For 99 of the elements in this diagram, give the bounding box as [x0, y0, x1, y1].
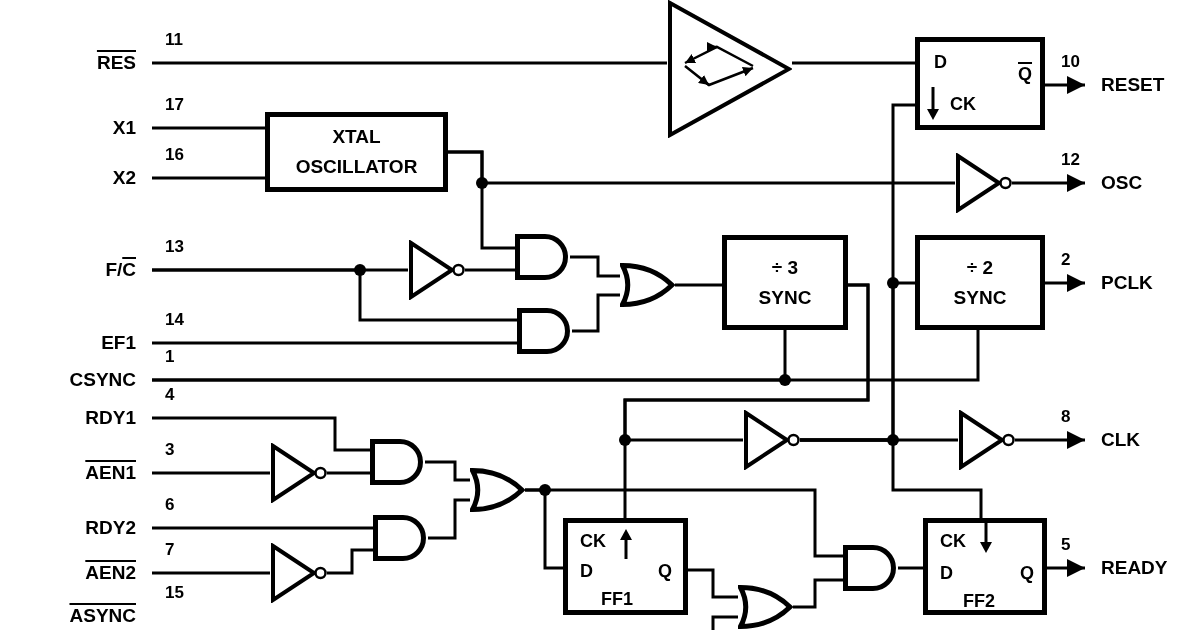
- port-label: D: [580, 560, 593, 583]
- wire: [792, 61, 915, 65]
- inverter-symbol: [955, 153, 1012, 213]
- pin-label: RES: [42, 51, 152, 75]
- port-label: D: [940, 562, 953, 585]
- wire: [152, 61, 667, 65]
- and-gate-symbol: [373, 515, 428, 561]
- wire: [152, 330, 980, 382]
- or-gate-symbol: [470, 468, 525, 512]
- wire: [152, 126, 265, 130]
- pin-label: X2: [42, 166, 152, 190]
- block-box: [265, 112, 448, 192]
- port-label: FF1: [601, 588, 633, 611]
- pin-number: 10: [1061, 52, 1080, 72]
- pin-number: 17: [165, 95, 184, 115]
- pin-label: X1: [42, 116, 152, 140]
- pin-label: ASYNC: [42, 605, 152, 627]
- and-gate-symbol: [370, 439, 425, 485]
- wire: [525, 488, 563, 570]
- pin-number: 4: [165, 385, 175, 405]
- pin-number: 13: [165, 237, 184, 257]
- pin-number: 15: [165, 583, 184, 603]
- pin-label: F/C: [42, 258, 152, 282]
- pin-number: 6: [165, 495, 175, 515]
- inverter-symbol: [743, 410, 800, 470]
- pin-label: EF1: [42, 331, 152, 355]
- pin-label: READY: [1085, 556, 1195, 580]
- wire: [448, 150, 515, 250]
- pin-label: CLK: [1085, 428, 1195, 452]
- wire: [152, 526, 373, 530]
- pin-label: AEN1: [42, 461, 152, 485]
- wire: [570, 255, 620, 278]
- arrow: [1012, 174, 1085, 192]
- wire: [465, 268, 515, 272]
- pin-number: 11: [165, 30, 183, 50]
- wire: [711, 615, 738, 630]
- wire: [152, 341, 517, 345]
- wire: [898, 566, 923, 570]
- pin-label: PCLK: [1085, 271, 1195, 295]
- wire: [800, 438, 983, 518]
- flip-flop-box: [923, 518, 1047, 615]
- inverter-symbol: [408, 240, 465, 300]
- wire: [428, 498, 470, 540]
- wire: [152, 268, 517, 322]
- inverter-symbol: [270, 443, 327, 503]
- port-label: FF2: [963, 590, 995, 613]
- pin-number: 5: [1061, 535, 1071, 555]
- wire: [793, 578, 843, 609]
- port-label: Q: [658, 560, 672, 583]
- pin-number: 16: [165, 145, 184, 165]
- pin-number: 12: [1061, 150, 1080, 170]
- pin-number: 1: [165, 347, 175, 367]
- wire: [572, 293, 620, 333]
- pin-number: 2: [1061, 250, 1071, 270]
- inverter-symbol: [270, 543, 327, 603]
- or-gate-symbol: [620, 263, 675, 307]
- pin-label: CSYNC: [42, 368, 152, 392]
- port-label: Q: [1018, 63, 1032, 86]
- arrow: [1045, 76, 1085, 94]
- wire: [327, 471, 370, 475]
- arrow: [1045, 274, 1085, 292]
- arrow: [1047, 559, 1085, 577]
- port-label: CK: [580, 530, 606, 553]
- wire: [152, 571, 270, 575]
- wire: [623, 283, 870, 442]
- and-gate-symbol: [517, 308, 572, 354]
- and-gate-symbol: [843, 545, 898, 591]
- pin-label: RDY1: [42, 406, 152, 430]
- pin-label: RDY2: [42, 516, 152, 540]
- wire: [152, 416, 370, 452]
- port-label: CK: [940, 530, 966, 553]
- pin-label: RESET: [1085, 73, 1195, 97]
- schmitt-buffer-symbol: [667, 0, 792, 138]
- port-label: D: [934, 51, 947, 74]
- wire: [152, 176, 265, 180]
- wire: [688, 568, 738, 599]
- flip-flop-box: [563, 518, 688, 615]
- wire: [327, 548, 373, 575]
- or-gate-symbol: [738, 585, 793, 629]
- block-label: ÷ 2 SYNC: [952, 255, 1008, 310]
- block-label: ÷ 3 SYNC: [757, 255, 813, 310]
- pin-number: 3: [165, 440, 175, 460]
- block-label: XTAL OSCILLATOR: [294, 125, 419, 179]
- arrow: [1015, 431, 1085, 449]
- port-label: CK: [950, 93, 976, 116]
- wire: [425, 460, 470, 482]
- and-gate-symbol: [515, 234, 570, 280]
- pin-number: 7: [165, 540, 175, 560]
- block-box: [915, 235, 1045, 330]
- inverter-symbol: [958, 410, 1015, 470]
- block-box: [722, 235, 848, 330]
- port-label: Q: [1020, 562, 1034, 585]
- pin-number: 8: [1061, 407, 1071, 427]
- wire: [675, 283, 722, 287]
- pin-label: AEN2: [42, 561, 152, 585]
- flip-flop-box: [915, 37, 1045, 130]
- pin-label: OSC: [1085, 171, 1195, 195]
- pin-number: 14: [165, 310, 184, 330]
- wire: [152, 471, 270, 475]
